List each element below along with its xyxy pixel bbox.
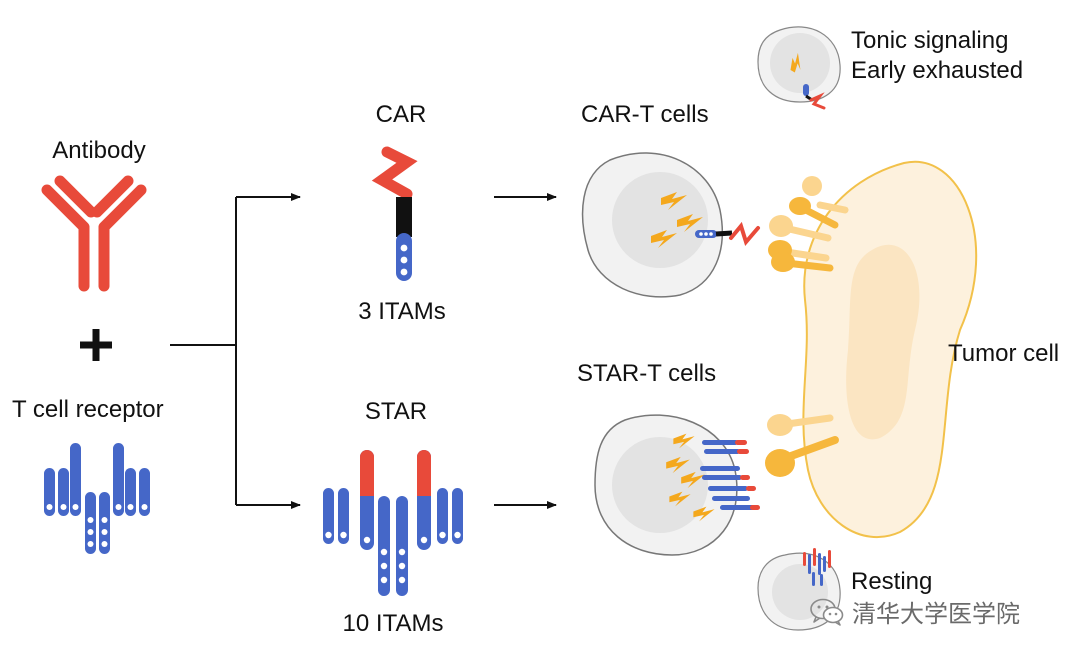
car-itams-label: 3 ITAMs (358, 298, 446, 325)
wechat-icon (810, 598, 844, 626)
car-label: CAR (375, 101, 427, 128)
star-construct-icon (323, 450, 463, 596)
car-construct-icon (371, 146, 418, 281)
star-label: STAR (364, 398, 428, 425)
resting-cell-icon (757, 548, 841, 631)
star-t-cells-label: STAR-T cells (577, 360, 717, 387)
early-exhausted-label: Early exhausted (851, 57, 1024, 84)
watermark-text: 清华大学医学院 (852, 600, 1020, 628)
tumor-antigens (765, 176, 849, 477)
star-t-cell-icon (594, 414, 760, 556)
t-cell-receptor-icon (44, 443, 150, 554)
branch-arrows (170, 193, 557, 509)
antibody-label: Antibody (52, 137, 146, 164)
plus-icon (80, 329, 112, 361)
antibody-icon (41, 175, 147, 292)
watermark: 清华大学医学院 (810, 594, 1020, 629)
tumor-cell-icon (802, 160, 978, 538)
tumor-cell-label: Tumor cell (948, 340, 1060, 367)
car-t-cell-icon (581, 152, 760, 298)
car-t-cells-label: CAR-T cells (581, 101, 709, 128)
tonic-signaling-cell-icon (757, 26, 841, 110)
tonic-signaling-label: Tonic signaling (851, 27, 1009, 54)
star-itams-label: 10 ITAMs (342, 610, 444, 637)
t-cell-receptor-label: T cell receptor (12, 396, 164, 423)
resting-label: Resting (851, 568, 933, 595)
